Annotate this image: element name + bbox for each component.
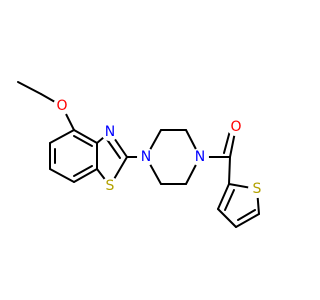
bond-thio-c2-c3-a <box>217 183 230 210</box>
bond-benz-c3a-c4 <box>73 129 98 144</box>
atom-s-thiazole: S <box>101 177 119 195</box>
bond-thio-c4-c5-b <box>237 209 256 221</box>
bond-ethyl-ch3-ch2 <box>17 81 42 95</box>
atom-label-o-ethoxy: O <box>56 98 67 114</box>
molecule-structure: O N S N N O S <box>17 81 266 228</box>
bond-n-c2-double-b <box>105 137 121 159</box>
bond-thio-c3-c4 <box>217 208 237 228</box>
bond-benz-c7-c7a <box>73 168 98 183</box>
atom-label-s-thiazole: S <box>106 178 115 194</box>
atom-label-n-piperazine-right: N <box>195 149 205 165</box>
atom-n-piperazine-right: N <box>191 148 209 166</box>
atom-label-layer: O N S N N O S <box>53 97 266 198</box>
atom-label-o-carbonyl: O <box>230 119 241 135</box>
bond-thio-c4-c5-a <box>235 213 260 228</box>
atom-o-ethoxy: O <box>53 97 71 115</box>
bond-carbonyl-thio-c2 <box>228 156 231 185</box>
bond-benz-c6-c7 <box>49 168 75 183</box>
bond-benz-double-2 <box>73 165 93 177</box>
atom-s-thiophene: S <box>248 180 266 198</box>
bond-benz-c4-c5 <box>49 129 75 144</box>
atom-o-carbonyl: O <box>227 118 245 136</box>
bond-thio-c2-c3-b <box>224 189 235 211</box>
atom-label-n-piperazine-left: N <box>141 149 151 165</box>
bond-benz-double-3 <box>73 135 93 147</box>
atom-n-thiazole: N <box>101 123 119 141</box>
atom-n-piperazine-left: N <box>137 148 155 166</box>
atom-label-n-thiazole: N <box>105 124 115 140</box>
atom-label-s-thiophene: S <box>253 181 262 197</box>
